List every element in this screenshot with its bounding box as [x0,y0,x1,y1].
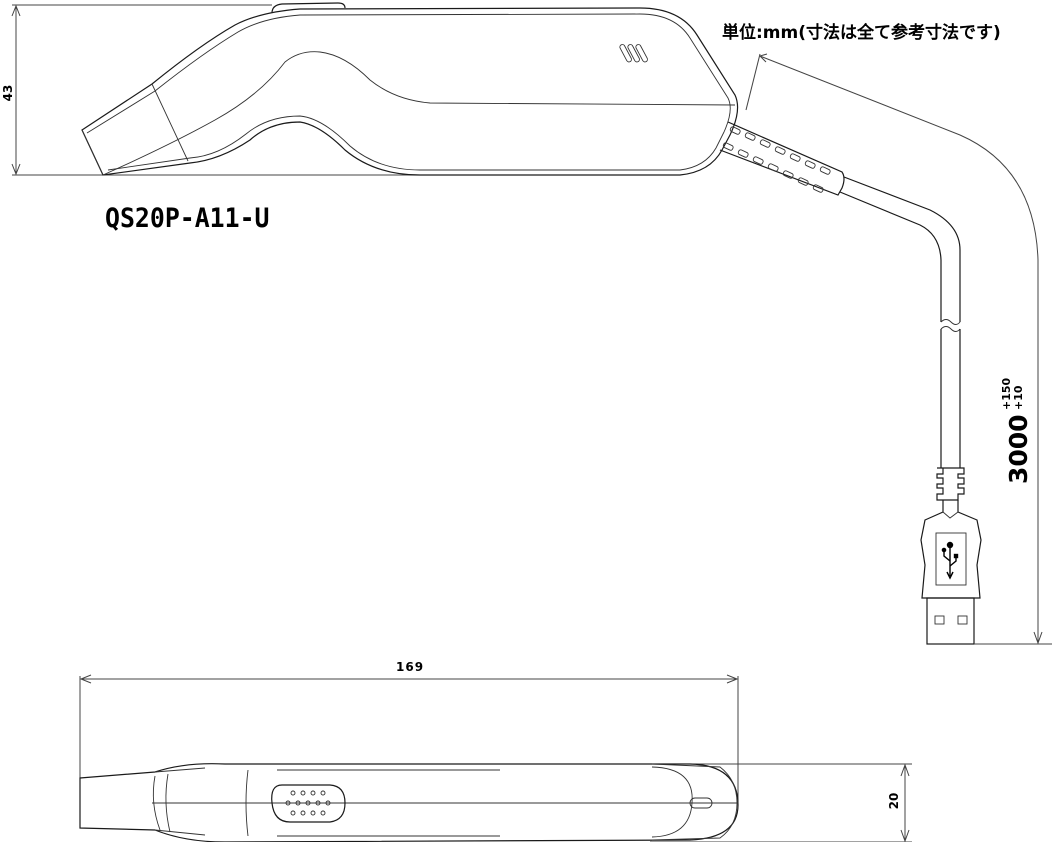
arrow-up-icon [11,4,21,17]
cable-length-dimension [745,53,1052,645]
arrow-icon [759,53,768,63]
usb-ferrite-rings [936,467,965,501]
arrow-left-icon [79,674,92,684]
top-view [79,674,912,842]
usb-logo-frame [935,532,967,586]
side-view [11,2,1052,645]
usb-contact-hole [934,615,945,625]
usb-housing [920,500,982,599]
dim-label-width: 20 [887,792,901,810]
speaker-holes [285,790,331,816]
scan-window-edge [151,83,189,162]
arrow-down-icon [1033,631,1043,645]
cable-dim-line [759,55,1039,643]
cable-break-top [940,319,961,325]
cable-break-bottom [940,326,961,332]
arrow-down-icon [900,829,910,842]
usb-plug-metal [926,597,975,645]
unit-note: 単位:mm(寸法は全て参考寸法です) [722,23,1001,43]
arrow-up-icon [900,763,910,777]
cable [839,176,961,468]
body-contour-line [102,51,736,176]
dim-label-height: 43 [1,84,15,102]
scanner-body-inner [86,13,731,171]
tail-cap-inner [651,766,693,838]
speaker-grille [271,784,346,823]
usb-connector [920,467,982,645]
cable-tolerance-lower: +10 [1012,385,1025,410]
arrow-down-icon [11,163,21,176]
model-name: QS20P-A11-U [105,203,270,234]
cable-dim-extension-top [745,53,761,111]
scan-window-front [81,129,104,176]
usb-icon [941,541,959,580]
indicator-led [689,797,713,809]
dim-label-cable-length: 3000 +150 +10 [1000,364,1040,484]
strain-relief [719,121,845,196]
scanner-top-outline [79,763,739,842]
dim-label-length: 169 [396,660,425,674]
trigger-button [271,2,346,14]
cable-length-value: 3000 [1004,414,1033,484]
scanner-body-outline [81,7,739,176]
usb-contact-hole [957,615,968,625]
led-slots [619,44,648,63]
arrow-right-icon [726,674,739,684]
